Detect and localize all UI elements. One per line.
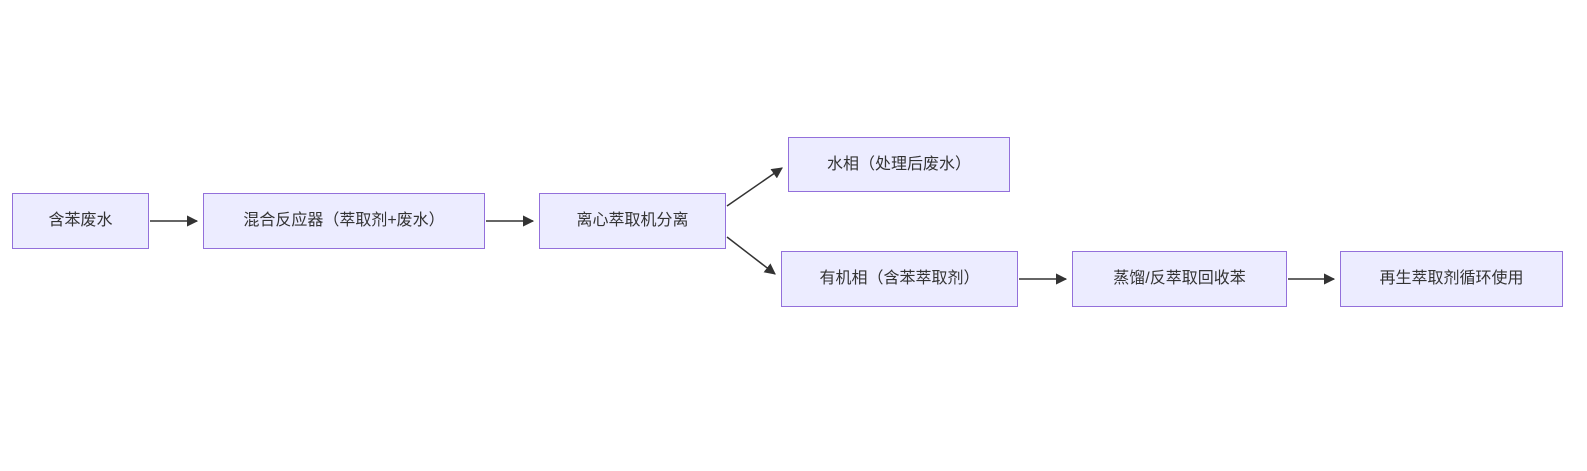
- node-regenerated-extractant: 再生萃取剂循环使用: [1340, 251, 1563, 307]
- node-centrifugal-extractor: 离心萃取机分离: [539, 193, 726, 249]
- node-centrifugal-extractor-label: 离心萃取机分离: [576, 212, 689, 230]
- node-benzene-wastewater: 含苯废水: [12, 193, 149, 249]
- edge-c-d: [726, 167, 783, 207]
- node-distillation-recovery-label: 蒸馏/反萃取回收苯: [1113, 270, 1246, 288]
- node-aqueous-phase: 水相（处理后废水）: [788, 137, 1010, 192]
- node-distillation-recovery: 蒸馏/反萃取回收苯: [1072, 251, 1287, 307]
- node-organic-phase: 有机相（含苯萃取剂）: [781, 251, 1018, 307]
- node-mixing-reactor: 混合反应器（萃取剂+废水）: [203, 193, 485, 249]
- node-regenerated-extractant-label: 再生萃取剂循环使用: [1379, 270, 1524, 288]
- node-aqueous-phase-label: 水相（处理后废水）: [826, 155, 971, 173]
- node-benzene-wastewater-label: 含苯废水: [48, 212, 113, 230]
- node-organic-phase-label: 有机相（含苯萃取剂）: [819, 270, 980, 288]
- edge-c-e: [726, 236, 776, 275]
- node-mixing-reactor-label: 混合反应器（萃取剂+废水）: [243, 212, 445, 230]
